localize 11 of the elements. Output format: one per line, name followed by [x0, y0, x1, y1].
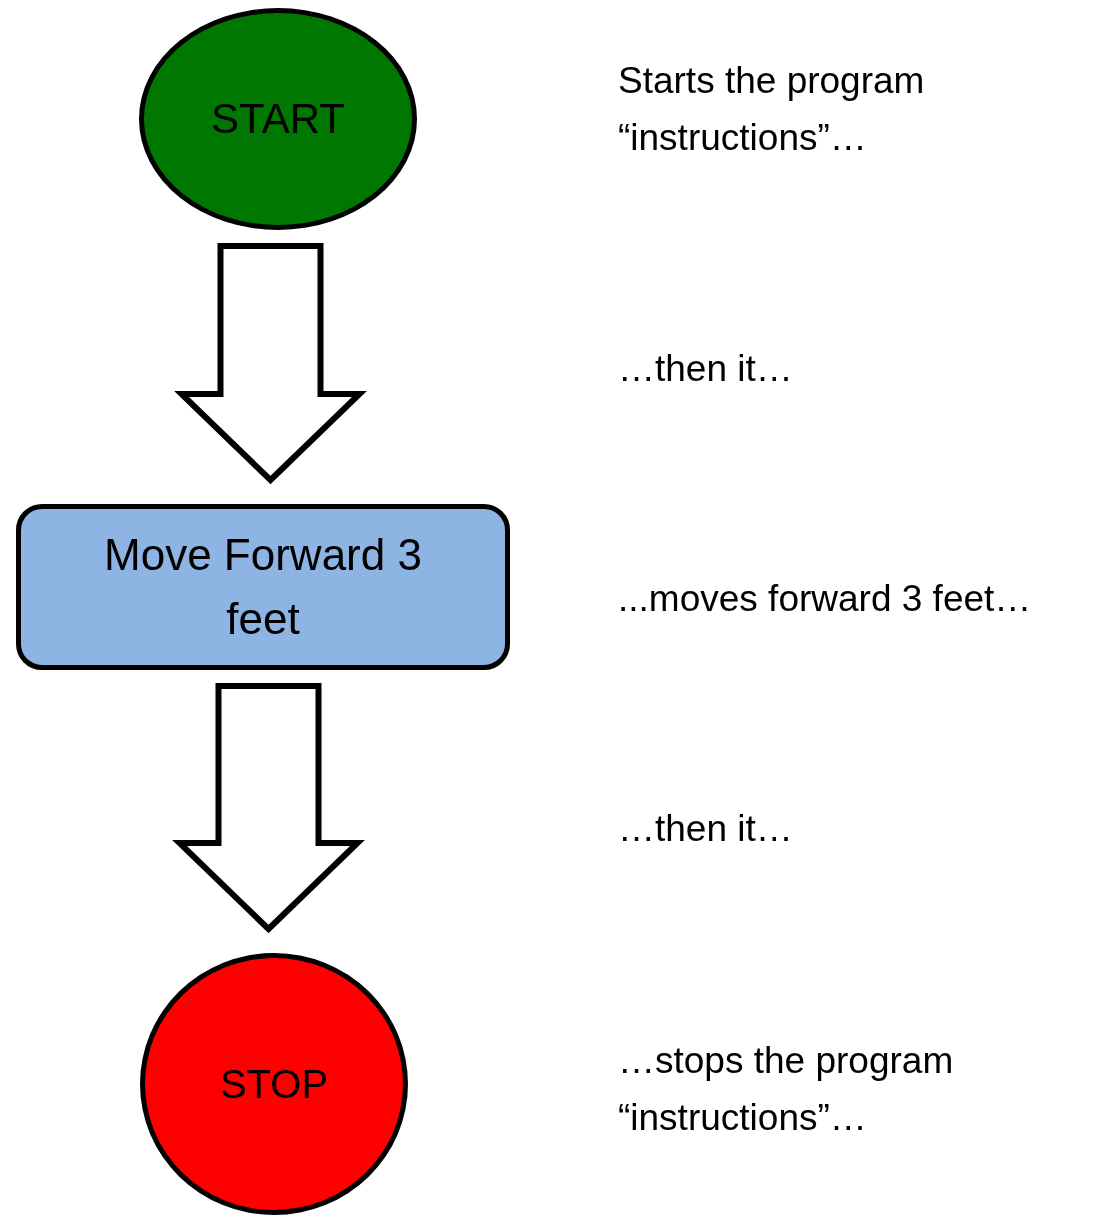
node-label: STOP	[218, 1061, 330, 1108]
block-arrow	[174, 243, 367, 485]
block-arrow	[172, 683, 365, 934]
description-text: …then it…	[618, 347, 794, 391]
description-text: …then it…	[618, 807, 794, 851]
description-text: Starts the program “instructions”…	[618, 59, 926, 160]
description-text: …stops the program “instructions”…	[618, 1039, 955, 1140]
node-label: START	[210, 93, 346, 144]
process-box	[16, 504, 510, 670]
description-text: ...moves forward 3 feet…	[618, 577, 1033, 621]
node-label: Move Forward 3 feet	[103, 529, 423, 645]
